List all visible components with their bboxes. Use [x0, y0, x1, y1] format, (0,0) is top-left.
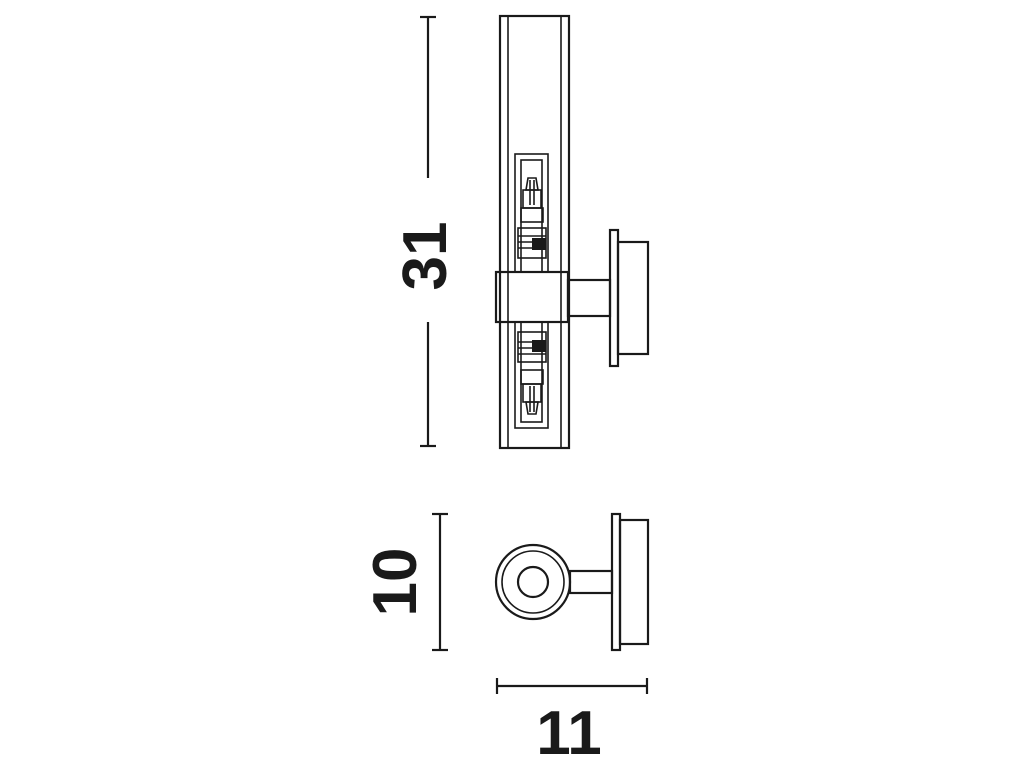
upper-bulb-glass	[522, 189, 542, 209]
lower-bulb-glass	[522, 383, 542, 403]
width-dimension: 11	[495, 678, 649, 768]
wall-plate-body	[616, 240, 650, 356]
top-view-plate-edge	[610, 512, 622, 652]
tube-inner-ring	[501, 550, 565, 614]
lower-holder-inner	[520, 321, 543, 423]
top-view-arm	[568, 569, 614, 595]
lamp-center-circle	[516, 565, 550, 599]
wall-plate-edge	[608, 228, 620, 368]
depth-dimension-label: 10	[361, 548, 430, 617]
tube-outer-ring	[494, 543, 572, 621]
lower-bulb-base	[520, 369, 544, 385]
upper-holder-inner	[520, 159, 543, 273]
top-view	[494, 512, 650, 652]
side-elevation-view	[494, 14, 650, 450]
outer-glass-tube	[498, 14, 571, 450]
height-dimension: 31	[391, 15, 460, 448]
upper-bulb-tip	[525, 177, 539, 191]
lower-socket-notch	[532, 340, 546, 352]
upper-socket-notch	[532, 238, 546, 250]
upper-bulb-base	[520, 207, 544, 223]
center-collar	[494, 270, 570, 324]
upper-lamp-holder	[514, 153, 549, 273]
lower-lamp-holder	[514, 321, 549, 429]
width-dimension-label: 11	[536, 699, 602, 768]
top-view-plate-body	[618, 518, 650, 646]
depth-dimension: 10	[361, 512, 448, 652]
lower-bulb-tip	[525, 401, 539, 415]
mounting-arm	[566, 278, 612, 318]
height-dimension-label: 31	[391, 222, 460, 291]
